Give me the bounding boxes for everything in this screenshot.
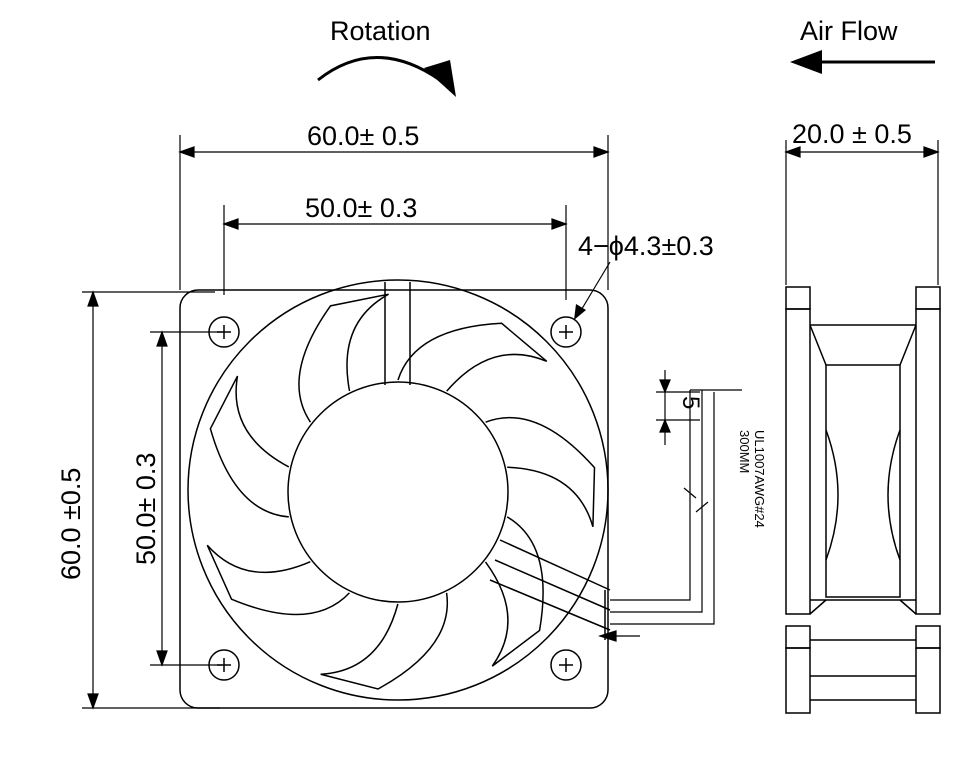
- fan-blade: [485, 416, 596, 528]
- curved-arrow-clockwise-icon: [317, 56, 456, 97]
- fan-hub: [287, 381, 509, 603]
- wire-spec-text: UL1007AWG#24: [752, 430, 767, 528]
- fan-blade: [397, 322, 548, 392]
- airflow-label: Air Flow: [800, 16, 898, 46]
- fan-blade: [206, 544, 350, 616]
- hole-spacing-h-text: 50.0± 0.3: [305, 193, 417, 223]
- outer-height-text: 60.0 ±0.5: [56, 468, 86, 580]
- dimension-hole-spacing-v: [150, 330, 222, 667]
- mounting-hole: [208, 316, 240, 348]
- mounting-hole: [208, 649, 240, 681]
- fan-front-view: [179, 279, 611, 709]
- dimension-depth: [784, 140, 940, 285]
- fan-blade: [320, 592, 449, 690]
- fan-blade: [484, 516, 544, 667]
- strip-length-text: 5: [677, 396, 704, 409]
- arrow-left-icon: [790, 50, 935, 74]
- hole-spacing-v-text: 50.0± 0.3: [131, 453, 161, 565]
- hole-leader: [574, 261, 611, 320]
- dimension-outer-width: [178, 135, 610, 290]
- fan-housing-ring: [187, 279, 609, 701]
- lead-wire: [597, 389, 742, 642]
- wire-length-text: 300MM: [737, 430, 752, 473]
- fan-blade: [209, 375, 290, 518]
- depth-text: 20.0 ± 0.5: [792, 119, 912, 149]
- hole-spec-text: 4−ϕ4.3±0.3: [578, 231, 714, 261]
- fan-blades: [206, 293, 596, 690]
- dimension-strip-length: [656, 370, 700, 445]
- fan-blade: [298, 293, 389, 423]
- mounting-hole: [550, 649, 582, 681]
- fan-frame: [179, 289, 609, 709]
- fan-side-view: [785, 286, 941, 714]
- dimension-hole-spacing-h: [222, 205, 568, 300]
- outer-width-text: 60.0± 0.5: [307, 121, 419, 151]
- mounting-hole: [550, 316, 582, 348]
- rotation-label: Rotation: [330, 16, 431, 46]
